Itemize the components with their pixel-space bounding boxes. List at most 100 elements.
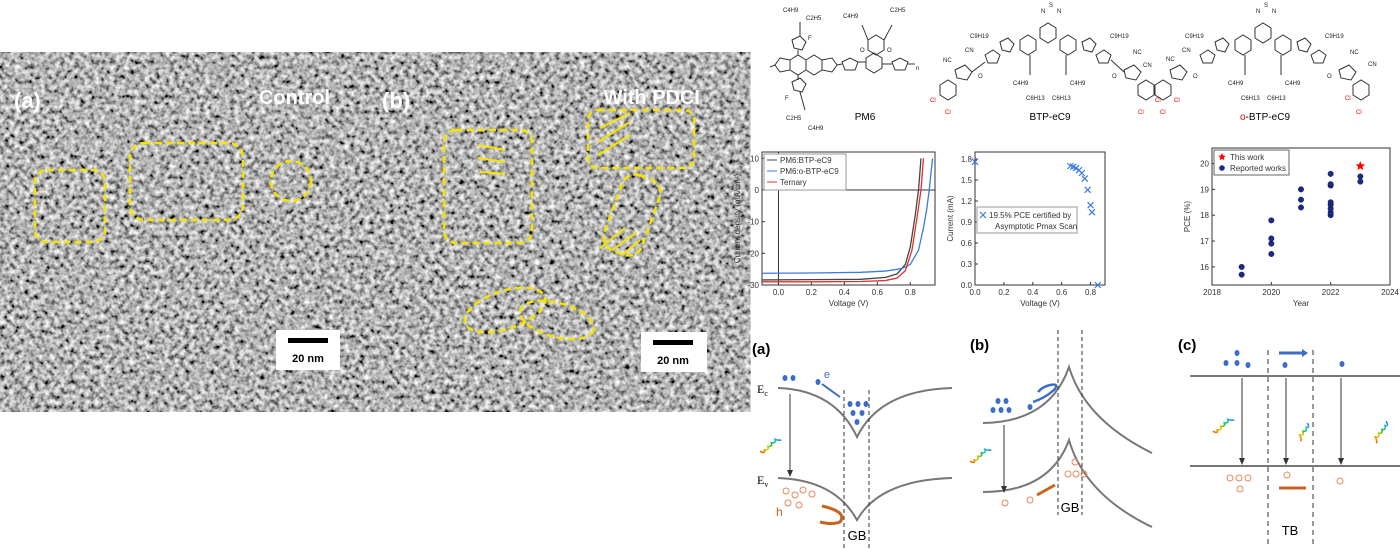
arrowheads [1239,458,1344,465]
substituent: N [1057,9,1061,15]
substituent: C4H9 [783,8,799,14]
data-point [1268,251,1275,257]
holes [782,486,816,509]
x-tick-label: 2018 [1203,288,1221,297]
electrons [990,398,1033,413]
photon-emission-icon [969,447,992,464]
substituent: C2H5 [806,16,822,22]
y-tick-label: 1.2 [961,197,973,206]
substituent: Cl [1345,96,1351,102]
substituent: C4H9 [843,14,859,20]
substituent: C6H13 [1052,96,1071,102]
substituent: Cl [1174,98,1180,104]
scale-label: 20 nm [292,353,324,365]
conduction-band [777,387,953,440]
data-point [1327,170,1334,177]
electron-label: e [824,369,830,381]
substituent: O [978,74,983,80]
substituent: Cl [1356,110,1362,116]
legend-label: This work [1230,153,1265,162]
substituent: NC [1166,57,1175,63]
y-tick-label: -20 [747,249,759,258]
x-tick-label: 0.4 [1027,288,1039,297]
series-line-1 [761,158,934,274]
photon-emission-icon [759,437,782,454]
arrowhead [787,470,793,477]
y-axis-label: Current (mA) [946,195,955,242]
molecule-name: o-BTP-eC9 [1240,112,1290,123]
band-diagram-a: (a) Ec Ev GB e h [752,341,953,550]
band-diagram-c: (c) TB [1178,337,1400,545]
photon-emission-icon [1212,417,1235,434]
substituent: C9H19 [1110,34,1129,40]
substituent: O [860,48,865,54]
boundary-label: GB [848,528,867,543]
x-tick-label: 0.2 [998,288,1010,297]
legend-label: Ternary [780,178,807,187]
band-diagram-b: (b) GB [969,330,1153,528]
substituent: C9H19 [1185,34,1204,40]
scale-bar-box [276,330,340,370]
molecule-btp-ec9: N S N C9H19 C9H19 CN NC NC CN C4H9 C4H9 … [930,3,1161,123]
photon-emission-icon [1298,422,1310,442]
tem-title: With PDCI [604,87,700,109]
data-point [1357,173,1364,180]
y-tick-label: -10 [747,218,759,227]
data-point [1081,175,1089,183]
molecule-pm6: C4H9 C2H5 C4H9 C2H5 C2H5 C4H9 F F O O n … [769,8,919,132]
x-tick-label: 0.8 [905,288,917,297]
data-point [1327,181,1334,188]
panel-label: (a) [752,341,770,358]
substituent: F [808,36,812,42]
legend-label: PM6:BTP-eC9 [780,156,832,165]
hole-drift-arrow [1036,483,1056,497]
legend-label: PM6:o-BTP-eC9 [780,167,839,176]
x-tick-label: 0.4 [839,288,851,297]
substituent: CN [1368,62,1377,68]
data-point [1327,199,1334,206]
holes [1001,458,1088,507]
substituent: N [1256,9,1260,15]
highlight-regions [442,108,696,341]
substituent: Cl [945,110,951,116]
substituent: C4H9 [1013,81,1029,87]
x-tick-label: 0.0 [773,288,785,297]
electron-reflect-arrow [1032,383,1058,404]
tem-image-with-pdci: (b) With PDCI 20 nm [375,82,716,382]
legend-label: Reported works [1230,164,1286,173]
scale-bar [288,338,328,343]
electrons [1223,350,1345,368]
scale-bar-box [641,332,707,372]
tem-title: Control [259,87,330,109]
x-tick-label: 2022 [1322,288,1340,297]
x-tick-label: 0.0 [969,288,981,297]
substituent: C6H13 [1267,96,1286,102]
data-point [1088,208,1096,216]
legend-label: Asymptotic Pmax Scan [995,222,1077,231]
data-point [971,158,979,166]
y-tick-label: 0.6 [961,239,973,248]
electron-drift-arrow [821,383,841,398]
boundary-label: TB [1282,523,1299,538]
arrowhead [1302,349,1308,357]
y-tick-label: 0.3 [961,260,973,269]
substituent: C6H13 [1026,96,1045,102]
series-line-2 [762,158,925,283]
y-tick-label: 19 [1200,185,1209,194]
x-tick-label: 2020 [1262,288,1280,297]
x-tick-label: 0.2 [806,288,818,297]
data-point [1357,178,1364,185]
y-tick-label: 10 [750,154,759,163]
arrowhead [1001,486,1007,493]
substituent: C4H9 [1285,81,1301,87]
substituent: C4H9 [808,126,824,132]
data-point [1238,271,1245,278]
conduction-band-label: Ec [757,382,768,398]
substituent: NC [943,58,952,64]
substituent: C6H13 [1241,96,1260,102]
panel-label: (a) [14,88,41,113]
name-prefix: o [1240,112,1246,123]
panel-label: (b) [382,88,410,113]
highlight-regions [33,141,313,244]
